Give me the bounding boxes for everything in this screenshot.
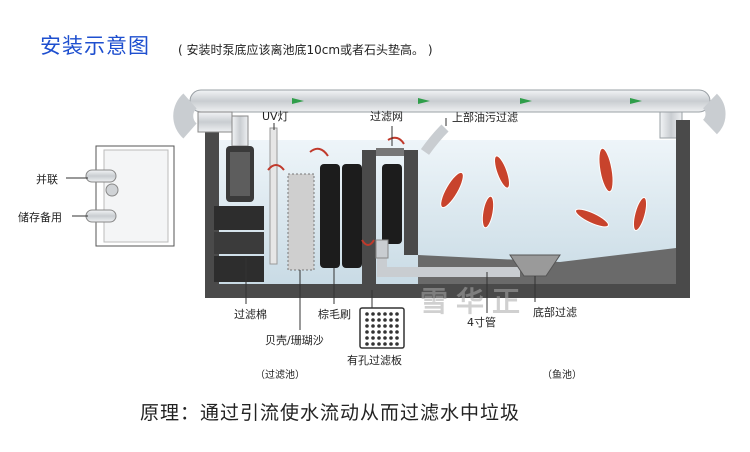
leader-lines — [245, 118, 536, 330]
filter-cotton-label: 过滤棉 — [234, 308, 267, 321]
principle-caption: 原理：通过引流使水流动从而过滤水中垃圾 — [140, 402, 521, 424]
plate-hole — [377, 318, 381, 322]
plate-hole — [365, 312, 369, 316]
plate-hole — [389, 324, 393, 328]
plate-hole — [371, 336, 375, 340]
plate-hole — [365, 336, 369, 340]
palm-brush-label: 棕毛刷 — [318, 308, 351, 321]
coral-sand-label: 贝壳/珊瑚沙 — [265, 334, 324, 347]
koi-fish — [440, 147, 648, 231]
top-oil-filter-label: 上部油污过滤 — [452, 111, 518, 124]
diagram-title: 安装示意图 — [40, 34, 150, 58]
plate-hole — [377, 312, 381, 316]
flow-arrows — [292, 98, 642, 104]
bottom-filter-label: 底部过滤 — [533, 306, 577, 319]
plate-hole — [377, 324, 381, 328]
watermark-text: 雪华正 — [420, 285, 529, 318]
plate-hole — [383, 318, 387, 322]
plate-hole — [389, 318, 393, 322]
water-pump — [197, 111, 254, 202]
bottom-pipe-4inch — [375, 239, 520, 277]
uv-lamp — [269, 127, 278, 265]
plate-hole — [371, 324, 375, 328]
plate-hole — [389, 312, 393, 316]
plate-hole — [371, 330, 375, 334]
plate-hole — [395, 324, 399, 328]
uv-lamp-label: UV灯 — [262, 110, 289, 123]
plate-hole — [365, 318, 369, 322]
filter-net-label: 过滤网 — [370, 110, 403, 123]
plate-hole — [383, 330, 387, 334]
bottom-drain — [509, 254, 561, 277]
plate-hole — [395, 330, 399, 334]
partition-wall — [362, 150, 376, 284]
plate-hole — [383, 324, 387, 328]
coral-sand-column — [287, 173, 315, 271]
palm-brush-group — [320, 164, 402, 268]
fish-pool-label: （鱼池） — [542, 370, 582, 381]
plate-hole — [365, 342, 369, 346]
parallel-label: 并联 — [36, 173, 58, 186]
plate-hole — [389, 336, 393, 340]
plate-hole — [371, 342, 375, 346]
plate-hole — [383, 336, 387, 340]
title-note: ( 安装时泵底应该离池底10cm或者石头垫高。 ) — [178, 43, 433, 57]
plate-hole — [365, 330, 369, 334]
internal-flow-arrows — [267, 136, 405, 246]
spare-label: 储存备用 — [18, 211, 62, 224]
filter-pool-label: （过滤池） — [255, 370, 305, 381]
plate-hole — [383, 312, 387, 316]
plate-hole — [395, 336, 399, 340]
plate-hole — [395, 318, 399, 322]
plate-hole — [371, 318, 375, 322]
top-skimmer — [420, 124, 449, 155]
plate-hole — [377, 336, 381, 340]
plate-hole — [383, 342, 387, 346]
plate-hole — [389, 342, 393, 346]
plate-hole — [389, 330, 393, 334]
plate-hole — [395, 342, 399, 346]
parallel-connector-box — [85, 145, 175, 247]
filter-net — [376, 148, 404, 156]
plate-hole — [377, 330, 381, 334]
plate-hole — [371, 312, 375, 316]
filter-cotton — [214, 206, 264, 282]
plate-hole — [395, 312, 399, 316]
perforated-plate — [359, 307, 405, 349]
pipe-4inch-label: 4寸管 — [467, 316, 496, 329]
perforated-plate-label: 有孔过滤板 — [347, 354, 402, 367]
plate-hole — [365, 324, 369, 328]
plate-hole — [377, 342, 381, 346]
partition-wall-2 — [404, 150, 418, 255]
top-return-pipe — [173, 89, 726, 139]
